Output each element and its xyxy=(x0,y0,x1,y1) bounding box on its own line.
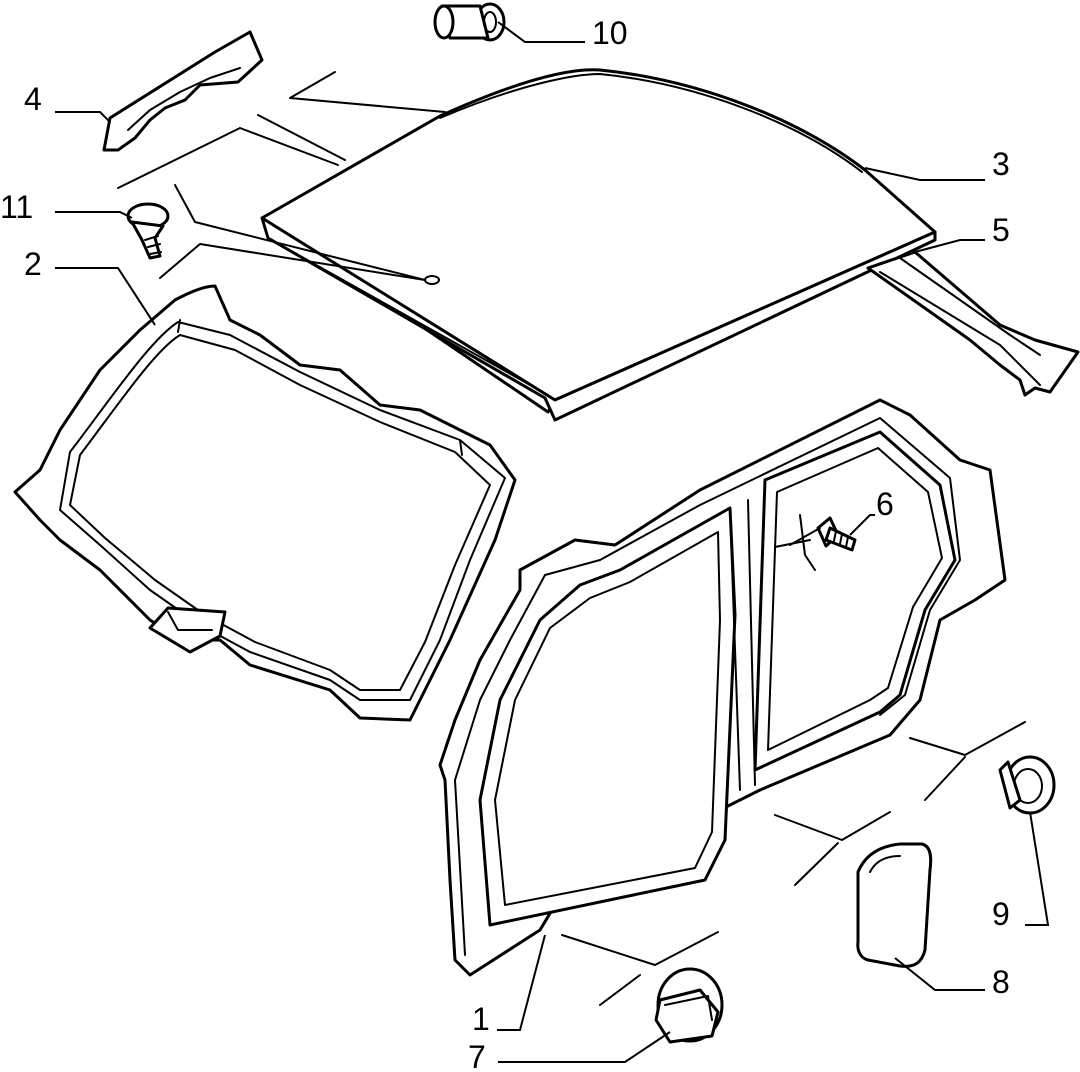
label-8: 8 xyxy=(992,964,1010,1000)
label-1: 1 xyxy=(472,1001,490,1037)
label-7: 7 xyxy=(468,1039,486,1072)
bolt-part-6 xyxy=(816,516,857,552)
label-5: 5 xyxy=(992,212,1010,248)
label-4: 4 xyxy=(24,81,42,117)
label-6: 6 xyxy=(876,486,894,522)
callout-labels: 10 4 11 2 3 5 6 9 8 1 7 xyxy=(0,15,1010,1072)
push-pin-part-11 xyxy=(126,202,170,260)
roof-bracket xyxy=(102,30,264,152)
label-11: 11 xyxy=(0,189,33,225)
side-roof-rail xyxy=(866,250,1080,397)
ring-grommet-part-9 xyxy=(998,755,1056,815)
plug-part-8 xyxy=(856,842,933,968)
clip-part-7 xyxy=(654,967,724,1044)
label-2: 2 xyxy=(24,246,42,282)
label-9: 9 xyxy=(992,896,1010,932)
side-body-frame xyxy=(438,398,1007,977)
leader-lines xyxy=(55,21,1050,1063)
rear-window-frame xyxy=(13,284,517,722)
label-3: 3 xyxy=(992,146,1010,182)
grommet-part-10 xyxy=(433,2,506,42)
roof-panel xyxy=(260,68,937,422)
reference-lines xyxy=(117,71,1026,1006)
label-10: 10 xyxy=(592,15,628,51)
